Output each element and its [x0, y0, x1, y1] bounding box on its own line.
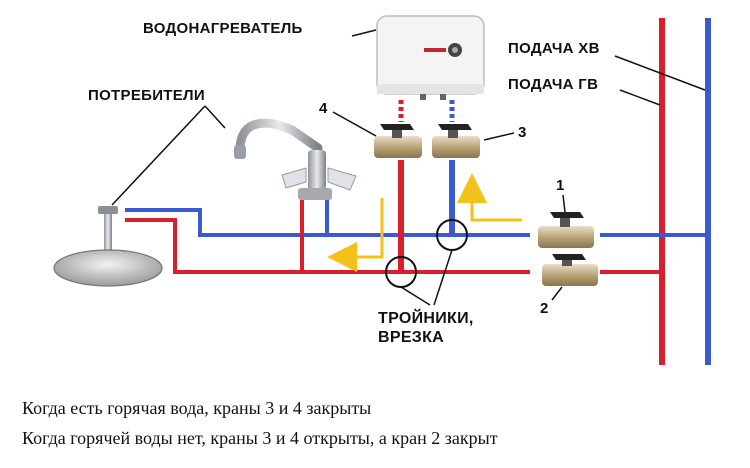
valve-1-icon: [538, 212, 594, 248]
consumer-pointer-shower: [111, 105, 206, 206]
valve-2-icon: [542, 254, 598, 286]
hot-pipe-main: [125, 218, 530, 274]
tee-pointer-2: [433, 249, 453, 306]
consumer-pointer-faucet: [204, 105, 226, 129]
cold-supply-label: ПОДАЧА ХВ: [508, 40, 600, 57]
valve-2-number: 2: [540, 300, 549, 317]
tees-label-line1: ТРОЙНИКИ,: [378, 310, 474, 327]
tees-label-line2: ВРЕЗКА: [378, 329, 445, 346]
valve-2-pointer: [551, 286, 563, 301]
water-heater: [376, 15, 485, 100]
faucet-icon: [234, 118, 357, 200]
flow-arrow-up: [457, 173, 522, 222]
valve-4-number: 4: [319, 100, 328, 117]
cold-pipe-main: [125, 208, 530, 237]
tee-pointer-1: [400, 286, 431, 306]
valve-3-number: 3: [518, 124, 527, 141]
flow-arrow-down: [327, 198, 384, 272]
valve-3-pointer: [483, 132, 515, 141]
caption-line-1: Когда есть горячая вода, краны 3 и 4 зак…: [22, 398, 372, 418]
valve-4-icon: [374, 124, 422, 158]
valve-1-pointer: [562, 194, 566, 213]
consumers-label: ПОТРЕБИТЕЛИ: [88, 87, 205, 104]
water-heater-label: ВОДОНАГРЕВАТЕЛЬ: [143, 20, 303, 37]
valve-4-pointer: [332, 111, 377, 137]
shower-head-icon: [53, 206, 163, 287]
valve-3-icon: [432, 124, 480, 158]
hot-supply-pointer: [619, 89, 661, 106]
heater-pointer: [351, 29, 377, 37]
cold-supply-pointer: [614, 55, 706, 91]
valve-1-number: 1: [556, 177, 565, 194]
hot-supply-label: ПОДАЧА ГВ: [508, 76, 599, 93]
caption-line-2: Когда горячей воды нет, краны 3 и 4 откр…: [22, 428, 498, 448]
